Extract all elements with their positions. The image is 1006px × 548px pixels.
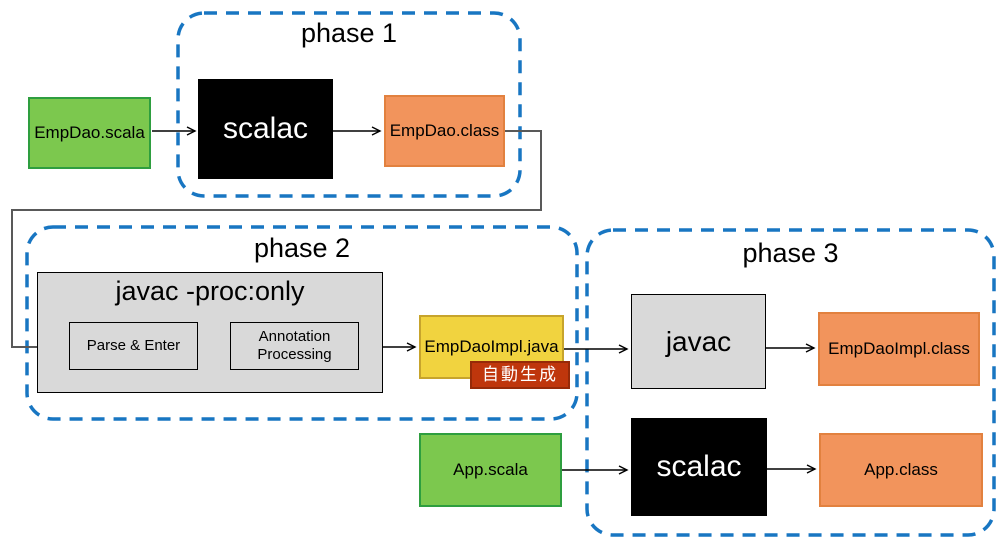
node-parse-and-enter: Parse & Enter — [69, 322, 198, 370]
node-empdao-scala: EmpDao.scala — [28, 97, 151, 169]
phase2-title: phase 2 — [253, 233, 351, 263]
phase3-frame — [585, 228, 996, 537]
node-empdao-class: EmpDao.class — [384, 95, 505, 167]
phase2-frame — [25, 225, 579, 421]
phase1-frame — [176, 11, 522, 198]
javac-proc-only-label: javac -proc:only — [115, 276, 305, 306]
connector-empdao-class-to-parse-enter — [11, 130, 542, 352]
node-annotation-processing: Annotation Processing — [230, 322, 359, 370]
node-app-scala: App.scala — [419, 433, 562, 507]
node-scalac-phase3: scalac — [631, 418, 767, 516]
phase1-title: phase 1 — [300, 18, 398, 48]
auto-generated-badge: 自動生成 — [470, 361, 570, 389]
node-app-class: App.class — [819, 433, 983, 507]
node-empdaoimpl-class: EmpDaoImpl.class — [818, 312, 980, 386]
node-scalac-phase1: scalac — [198, 79, 333, 179]
phase3-title: phase 3 — [742, 238, 839, 268]
node-javac-phase3: javac — [631, 294, 766, 389]
